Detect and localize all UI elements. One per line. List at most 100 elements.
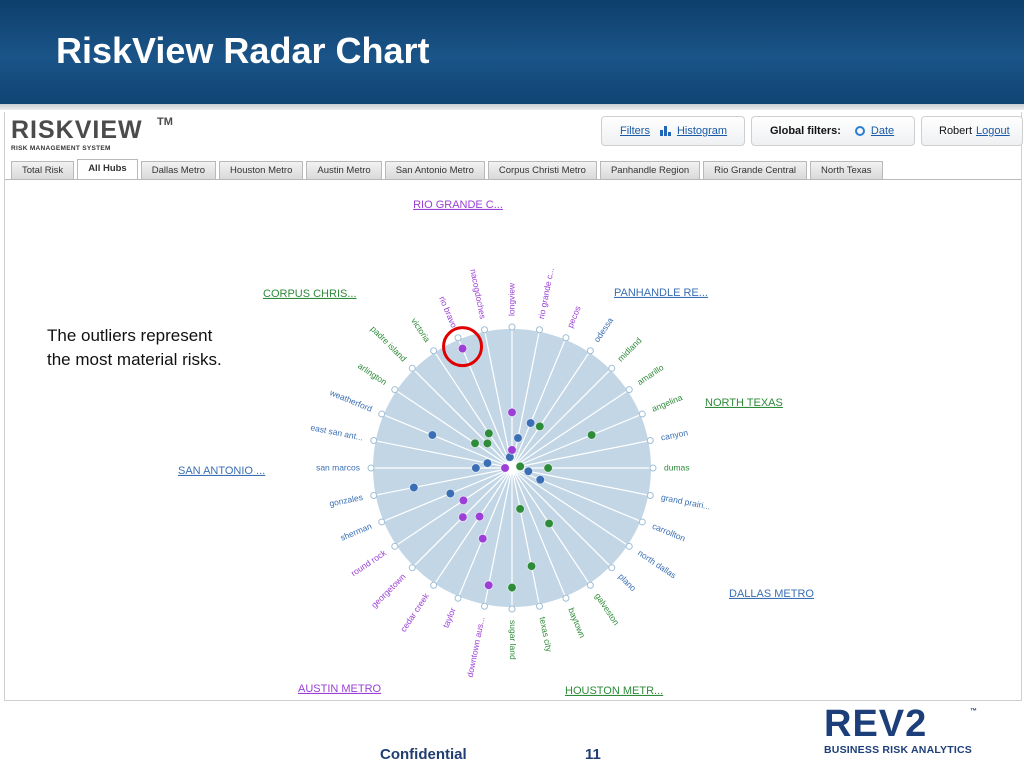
spoke-line [373, 467, 513, 497]
region-label-panhandle-re[interactable]: PANHANDLE RE... [614, 287, 708, 299]
tab-panhandle-region[interactable]: Panhandle Region [599, 161, 701, 179]
tab-all-hubs[interactable]: All Hubs [77, 159, 138, 179]
risk-point [535, 475, 545, 485]
spoke-label-taylor: taylor [441, 606, 458, 629]
header-rule [0, 104, 1024, 110]
spoke-line [483, 329, 513, 469]
riskview-logo: RISKVIEW TM RISK MANAGEMENT SYSTEM [11, 116, 173, 152]
risk-point [507, 407, 517, 418]
spoke-line [381, 413, 513, 469]
region-label-north-texas[interactable]: NORTH TEXAS [705, 397, 783, 409]
spoke-label-victoria: victoria [409, 316, 432, 344]
region-label-corpus-chris[interactable]: CORPUS CHRIS... [263, 288, 357, 300]
brand-trademark: ™ [970, 708, 977, 715]
spoke-node [625, 542, 633, 550]
histogram-icon [659, 126, 672, 136]
risk-point [471, 463, 481, 473]
risk-point [409, 482, 419, 493]
region-label-houston-metr[interactable]: HOUSTON METR... [565, 685, 663, 697]
spoke-line [511, 329, 541, 469]
spoke-line [457, 467, 513, 599]
region-label-san-antonio[interactable]: SAN ANTONIO ... [178, 465, 265, 477]
spoke-line [511, 439, 651, 469]
region-label-dallas-metro[interactable]: DALLAS METRO [729, 588, 814, 600]
tab-san-antonio-metro[interactable]: San Antonio Metro [384, 161, 485, 179]
spoke-line [511, 389, 630, 469]
alarm-clock-icon [854, 126, 865, 136]
spoke-node [536, 602, 544, 610]
risk-point [427, 430, 438, 440]
spoke-node [378, 410, 386, 418]
spoke-node [562, 594, 570, 602]
spoke-node [638, 518, 646, 526]
spoke-label-amarillo: amarillo [635, 362, 666, 387]
logo-text: RISKVIEW [11, 116, 143, 144]
risk-point [515, 504, 525, 514]
spoke-label-rio-grande-c: rio grande c... [536, 267, 556, 320]
risk-point [478, 533, 488, 544]
tab-austin-metro[interactable]: Austin Metro [306, 161, 382, 179]
spoke-node [408, 564, 416, 572]
spoke-label-round-rock: round rock [349, 547, 389, 578]
global-filters-label: Global filters: [770, 125, 841, 137]
spoke-label-georgetown: georgetown [369, 571, 408, 610]
spoke-label-galveston: galveston [593, 591, 622, 627]
callout-text: The outliers represent the most material… [47, 324, 222, 372]
spoke-label-carrollton: carrollton [651, 521, 687, 544]
tab-rio-grande-central[interactable]: Rio Grande Central [703, 161, 808, 179]
tab-north-texas[interactable]: North Texas [810, 161, 883, 179]
spoke-node [536, 326, 544, 334]
tab-total-risk[interactable]: Total Risk [11, 161, 75, 179]
tab-houston-metro[interactable]: Houston Metro [219, 161, 304, 179]
spoke-node [430, 347, 438, 355]
spoke-line [511, 467, 613, 569]
user-toolbar: Robert Logout [921, 116, 1023, 146]
spoke-node [430, 581, 438, 589]
spoke-node [508, 605, 516, 613]
spoke-label-padre-island: padre island [369, 324, 409, 364]
spoke-node [608, 564, 616, 572]
slide-header [0, 0, 1024, 104]
spoke-label-gonzales: gonzales [328, 492, 363, 508]
spoke-line [511, 467, 630, 547]
spoke-label-east-san-ant: east san ant... [310, 422, 364, 442]
spoke-line [511, 467, 541, 607]
spoke-node [508, 323, 516, 331]
slide-title: RiskView Radar Chart [56, 30, 430, 71]
global-filters-toolbar: Global filters: Date [751, 116, 915, 146]
region-label-rio-grande-c[interactable]: RIO GRANDE C... [413, 199, 503, 211]
risk-point [586, 430, 597, 440]
spoke-line [511, 337, 567, 469]
risk-point [543, 463, 553, 473]
logout-link[interactable]: Logout [976, 125, 1010, 137]
tab-corpus-christi-metro[interactable]: Corpus Christi Metro [487, 161, 597, 179]
logo-subtitle: RISK MANAGEMENT SYSTEM [11, 145, 111, 152]
spoke-label-arlington: arlington [356, 361, 389, 388]
spoke-node [480, 326, 488, 334]
spoke-node [608, 364, 616, 372]
spoke-label-plano: plano [616, 571, 638, 593]
spoke-label-sugar-land: sugar land [508, 620, 518, 660]
spoke-line [511, 467, 643, 523]
spoke-label-nacogdoches: nacogdoches [468, 268, 488, 320]
risk-point [513, 433, 523, 443]
region-label-austin-metro[interactable]: AUSTIN METRO [298, 683, 382, 695]
logo-trademark: TM [157, 116, 173, 128]
spoke-line [433, 350, 513, 469]
spoke-node [649, 464, 657, 472]
filters-toolbar: Filters Histogram [601, 116, 745, 146]
spoke-label-downtown-aus: downtown aus... [465, 616, 487, 678]
date-filter-link[interactable]: Date [870, 125, 895, 137]
filters-link[interactable]: Filters [620, 125, 650, 137]
spoke-label-texas-city: texas city [537, 616, 554, 653]
spoke-label-midland: midland [615, 335, 643, 363]
tab-dallas-metro[interactable]: Dallas Metro [140, 161, 217, 179]
tabs-divider [5, 179, 1021, 180]
spoke-label-north-dallas: north dallas [636, 548, 678, 581]
histogram-link[interactable]: Histogram [676, 125, 728, 137]
risk-point [458, 512, 468, 522]
risk-point [500, 463, 510, 473]
risk-point [482, 438, 493, 449]
